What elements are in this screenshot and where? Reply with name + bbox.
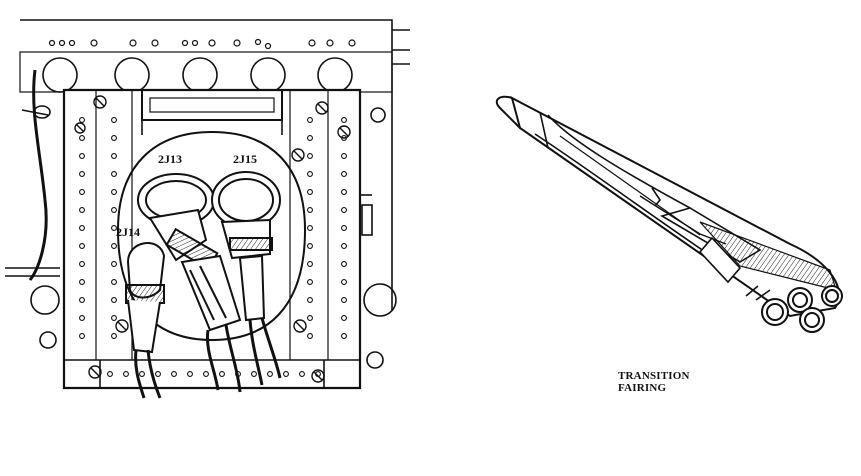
transition-fairing-illustration xyxy=(495,95,843,333)
rivet-hole xyxy=(111,117,117,123)
fairing-end-connectors xyxy=(761,285,843,333)
rivet-hole xyxy=(307,261,313,267)
rivet-hole xyxy=(341,207,347,213)
rivet-hole xyxy=(299,371,305,377)
rivet-hole xyxy=(79,117,85,123)
rivet-hole xyxy=(111,171,117,177)
rivet-hole xyxy=(111,207,117,213)
rivet-hole xyxy=(171,371,177,377)
rivet-hole xyxy=(283,371,289,377)
rivet-hole xyxy=(219,371,225,377)
rivet-hole xyxy=(307,207,313,213)
rivet-hole xyxy=(79,261,85,267)
connector-2j15 xyxy=(211,171,282,386)
rivet-hole xyxy=(341,225,347,231)
rivet-hole xyxy=(79,189,85,195)
screw-heads xyxy=(74,95,351,383)
rivet-hole xyxy=(111,225,117,231)
rivet-hole xyxy=(79,333,85,339)
rivet-holes xyxy=(79,117,347,377)
rivet-hole xyxy=(267,371,273,377)
rivet-hole xyxy=(111,315,117,321)
rivet-hole xyxy=(111,261,117,267)
rivet-hole xyxy=(107,371,113,377)
rivet-hole xyxy=(79,225,85,231)
rivet-hole xyxy=(111,279,117,285)
rivet-hole xyxy=(307,117,313,123)
mounting-plate xyxy=(62,88,362,390)
connector-2j13 xyxy=(137,173,242,393)
rivet-hole xyxy=(203,371,209,377)
rivet-hole xyxy=(307,279,313,285)
rivet-hole xyxy=(79,171,85,177)
rivet-hole xyxy=(341,117,347,123)
rivet-hole xyxy=(307,171,313,177)
rivet-hole xyxy=(139,371,145,377)
label-2j14: 2J14 xyxy=(116,225,140,239)
rivet-hole xyxy=(307,189,313,195)
rivet-hole xyxy=(341,243,347,249)
rivet-hole xyxy=(341,279,347,285)
label-2j15: 2J15 xyxy=(233,152,257,166)
rivet-hole xyxy=(341,261,347,267)
connector-2j14 xyxy=(125,242,166,399)
rivet-hole xyxy=(79,207,85,213)
caption-line-1: TRANSITION xyxy=(618,370,690,382)
rivet-hole xyxy=(111,135,117,141)
rivet-hole xyxy=(341,171,347,177)
rivet-hole xyxy=(79,153,85,159)
rivet-hole xyxy=(79,243,85,249)
rivet-hole xyxy=(307,315,313,321)
rivet-hole xyxy=(307,225,313,231)
transition-fairing-caption: TRANSITION FAIRING xyxy=(618,370,728,394)
rivet-hole xyxy=(111,243,117,249)
rivet-hole xyxy=(341,189,347,195)
rivet-hole xyxy=(341,333,347,339)
rivet-hole xyxy=(111,333,117,339)
rivet-hole xyxy=(307,333,313,339)
rivet-hole xyxy=(307,153,313,159)
rivet-hole xyxy=(111,189,117,195)
rivet-hole xyxy=(111,297,117,303)
connector-panel-illustration xyxy=(5,19,410,399)
rivet-hole xyxy=(111,153,117,159)
rivet-hole xyxy=(123,371,129,377)
rivet-hole xyxy=(79,315,85,321)
caption-line-2: FAIRING xyxy=(618,382,667,394)
rivet-hole xyxy=(79,279,85,285)
rivet-hole xyxy=(187,371,193,377)
rivet-hole xyxy=(251,371,257,377)
rivet-hole xyxy=(79,135,85,141)
rivet-hole xyxy=(341,315,347,321)
rivet-hole xyxy=(307,297,313,303)
rivet-hole xyxy=(341,297,347,303)
rivet-hole xyxy=(341,153,347,159)
rivet-hole xyxy=(307,243,313,249)
rivet-hole xyxy=(155,371,161,377)
rivet-hole xyxy=(79,297,85,303)
oval-cutout xyxy=(116,130,307,342)
rivet-hole xyxy=(307,135,313,141)
label-2j13: 2J13 xyxy=(158,152,182,166)
